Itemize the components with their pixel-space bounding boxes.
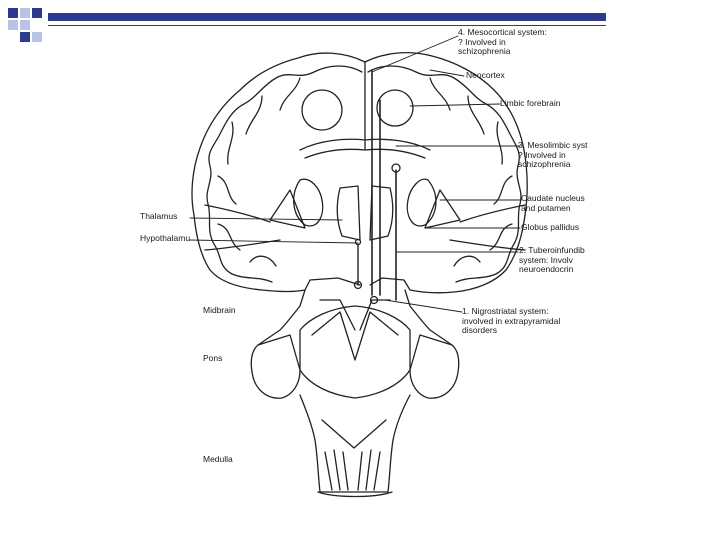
decor-square bbox=[32, 32, 42, 42]
decor-square bbox=[20, 32, 30, 42]
label-line: system: Involv bbox=[519, 254, 573, 265]
right-thalamus bbox=[369, 185, 394, 241]
label-line: Caudate nucleus bbox=[521, 193, 585, 203]
label-leader-lines bbox=[189, 35, 521, 313]
left-limbic-circle bbox=[301, 89, 343, 131]
left-triangle bbox=[269, 189, 306, 229]
label-pons: Pons bbox=[203, 353, 223, 363]
right-cortex-folds bbox=[367, 65, 522, 283]
label-neocortex: Neocortex bbox=[466, 70, 505, 80]
right-striatum bbox=[406, 178, 437, 227]
decor-square bbox=[32, 8, 42, 18]
midbrain-outline bbox=[257, 289, 453, 346]
right-hemisphere-outline bbox=[364, 52, 528, 294]
decor-square bbox=[8, 20, 18, 30]
label-medulla: Medulla bbox=[203, 454, 233, 464]
label-line: ? Involved in bbox=[458, 36, 506, 47]
label-line: schizophrenia bbox=[458, 46, 511, 56]
left-thalamus bbox=[336, 185, 361, 241]
label-line: schizophrenia bbox=[518, 159, 571, 169]
label-line: neuroendocrin bbox=[519, 264, 574, 274]
label-line: ? Involved in bbox=[518, 149, 566, 160]
decor-square bbox=[20, 20, 30, 30]
medulla-bottom bbox=[317, 491, 393, 498]
label-mesolimbic: 3. Mesolimbic syst ? Involved in schizop… bbox=[518, 140, 588, 170]
right-limbic-circle bbox=[376, 89, 414, 127]
left-gyri bbox=[217, 77, 301, 267]
label-globus-pallidus: Globus pallidus bbox=[521, 222, 580, 232]
corpus-callosum bbox=[299, 138, 431, 159]
pathway-node bbox=[354, 238, 362, 246]
label-line: 3. Mesolimbic syst bbox=[518, 140, 588, 150]
left-striatum bbox=[293, 178, 324, 227]
medulla-fibers bbox=[324, 449, 381, 491]
label-caudate-putamen: Caudate nucleus and putamen bbox=[521, 193, 585, 213]
pathway-node bbox=[353, 280, 363, 290]
decor-square bbox=[8, 8, 18, 18]
pathway-node bbox=[391, 163, 401, 173]
left-hemisphere-outline bbox=[191, 52, 366, 293]
decor-square bbox=[20, 8, 30, 18]
label-midbrain: Midbrain bbox=[203, 305, 236, 315]
right-triangle bbox=[424, 189, 461, 229]
label-line: and putamen bbox=[521, 202, 571, 213]
label-line: disorders bbox=[462, 325, 497, 335]
label-tuberoinfundibular: 2. Tuberoinfundib system: Involv neuroen… bbox=[519, 245, 585, 275]
label-line: involved in extrapyramidal bbox=[462, 315, 561, 326]
right-temporal-lobe bbox=[449, 204, 526, 251]
left-temporal-lobe bbox=[204, 204, 281, 251]
label-line: 4. Mesocortical system: bbox=[458, 27, 547, 37]
pons-body bbox=[299, 305, 411, 399]
label-line: 1. Nigrostriatal system: bbox=[462, 306, 549, 316]
title-rule bbox=[48, 25, 606, 26]
right-gyri bbox=[429, 77, 513, 267]
label-limbic-forebrain: Limbic forebrain bbox=[500, 98, 561, 108]
label-hypothalamus: Hypothalamus bbox=[140, 234, 190, 243]
label-line: 2. Tuberoinfundib bbox=[519, 245, 585, 255]
label-thalamus: Thalamus bbox=[140, 211, 178, 221]
left-cortex-folds bbox=[206, 65, 363, 283]
label-mesocortical: 4. Mesocortical system: ? Involved in sc… bbox=[458, 27, 547, 57]
right-pons-bulge bbox=[409, 334, 460, 399]
label-nigrostriatal: 1. Nigrostriatal system: involved in ext… bbox=[462, 306, 561, 336]
title-bar-stripe bbox=[48, 13, 606, 21]
midbrain-inner bbox=[319, 299, 391, 331]
medulla-inner-v bbox=[321, 419, 387, 449]
pons-inner bbox=[311, 311, 399, 361]
left-pons-bulge bbox=[250, 334, 301, 399]
medulla-outline bbox=[299, 394, 411, 493]
